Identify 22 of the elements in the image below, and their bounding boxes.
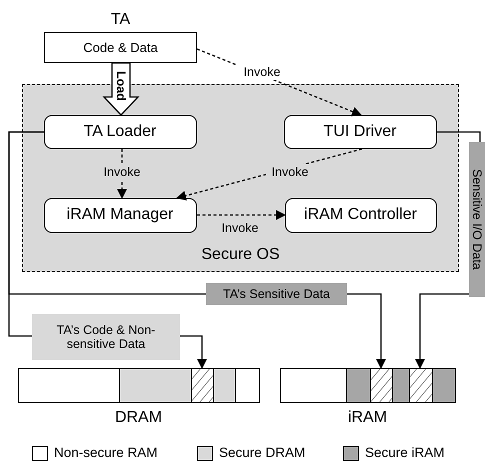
block-arrow bbox=[102, 62, 140, 116]
edge-label: TA’s Code & Non-sensitive Data bbox=[32, 314, 180, 360]
legend-label: Non-secure RAM bbox=[54, 446, 158, 461]
edge-label: TA’s Sensitive Data bbox=[206, 283, 347, 305]
node-heading: TA bbox=[110, 11, 130, 29]
node-label: iRAM Manager bbox=[66, 206, 174, 224]
node-label: TUI Driver bbox=[324, 122, 396, 140]
arrow bbox=[197, 210, 286, 220]
memory-label: DRAM bbox=[114, 409, 162, 427]
node-label: TA Loader bbox=[84, 122, 156, 140]
edge-label: Sensitive I/O Data bbox=[469, 142, 485, 297]
edge-label: Load bbox=[113, 70, 130, 103]
region-label: Secure OS bbox=[201, 246, 280, 264]
component-box bbox=[44, 198, 196, 232]
legend-label: Secure iRAM bbox=[365, 446, 445, 461]
memory-label: iRAM bbox=[348, 409, 388, 427]
component-box bbox=[284, 198, 436, 232]
legend-label: Secure DRAM bbox=[219, 446, 306, 461]
component-box bbox=[284, 114, 436, 148]
node-label: Code & Data bbox=[83, 40, 158, 55]
component-box bbox=[44, 114, 196, 148]
node-label: iRAM Controller bbox=[304, 206, 417, 224]
